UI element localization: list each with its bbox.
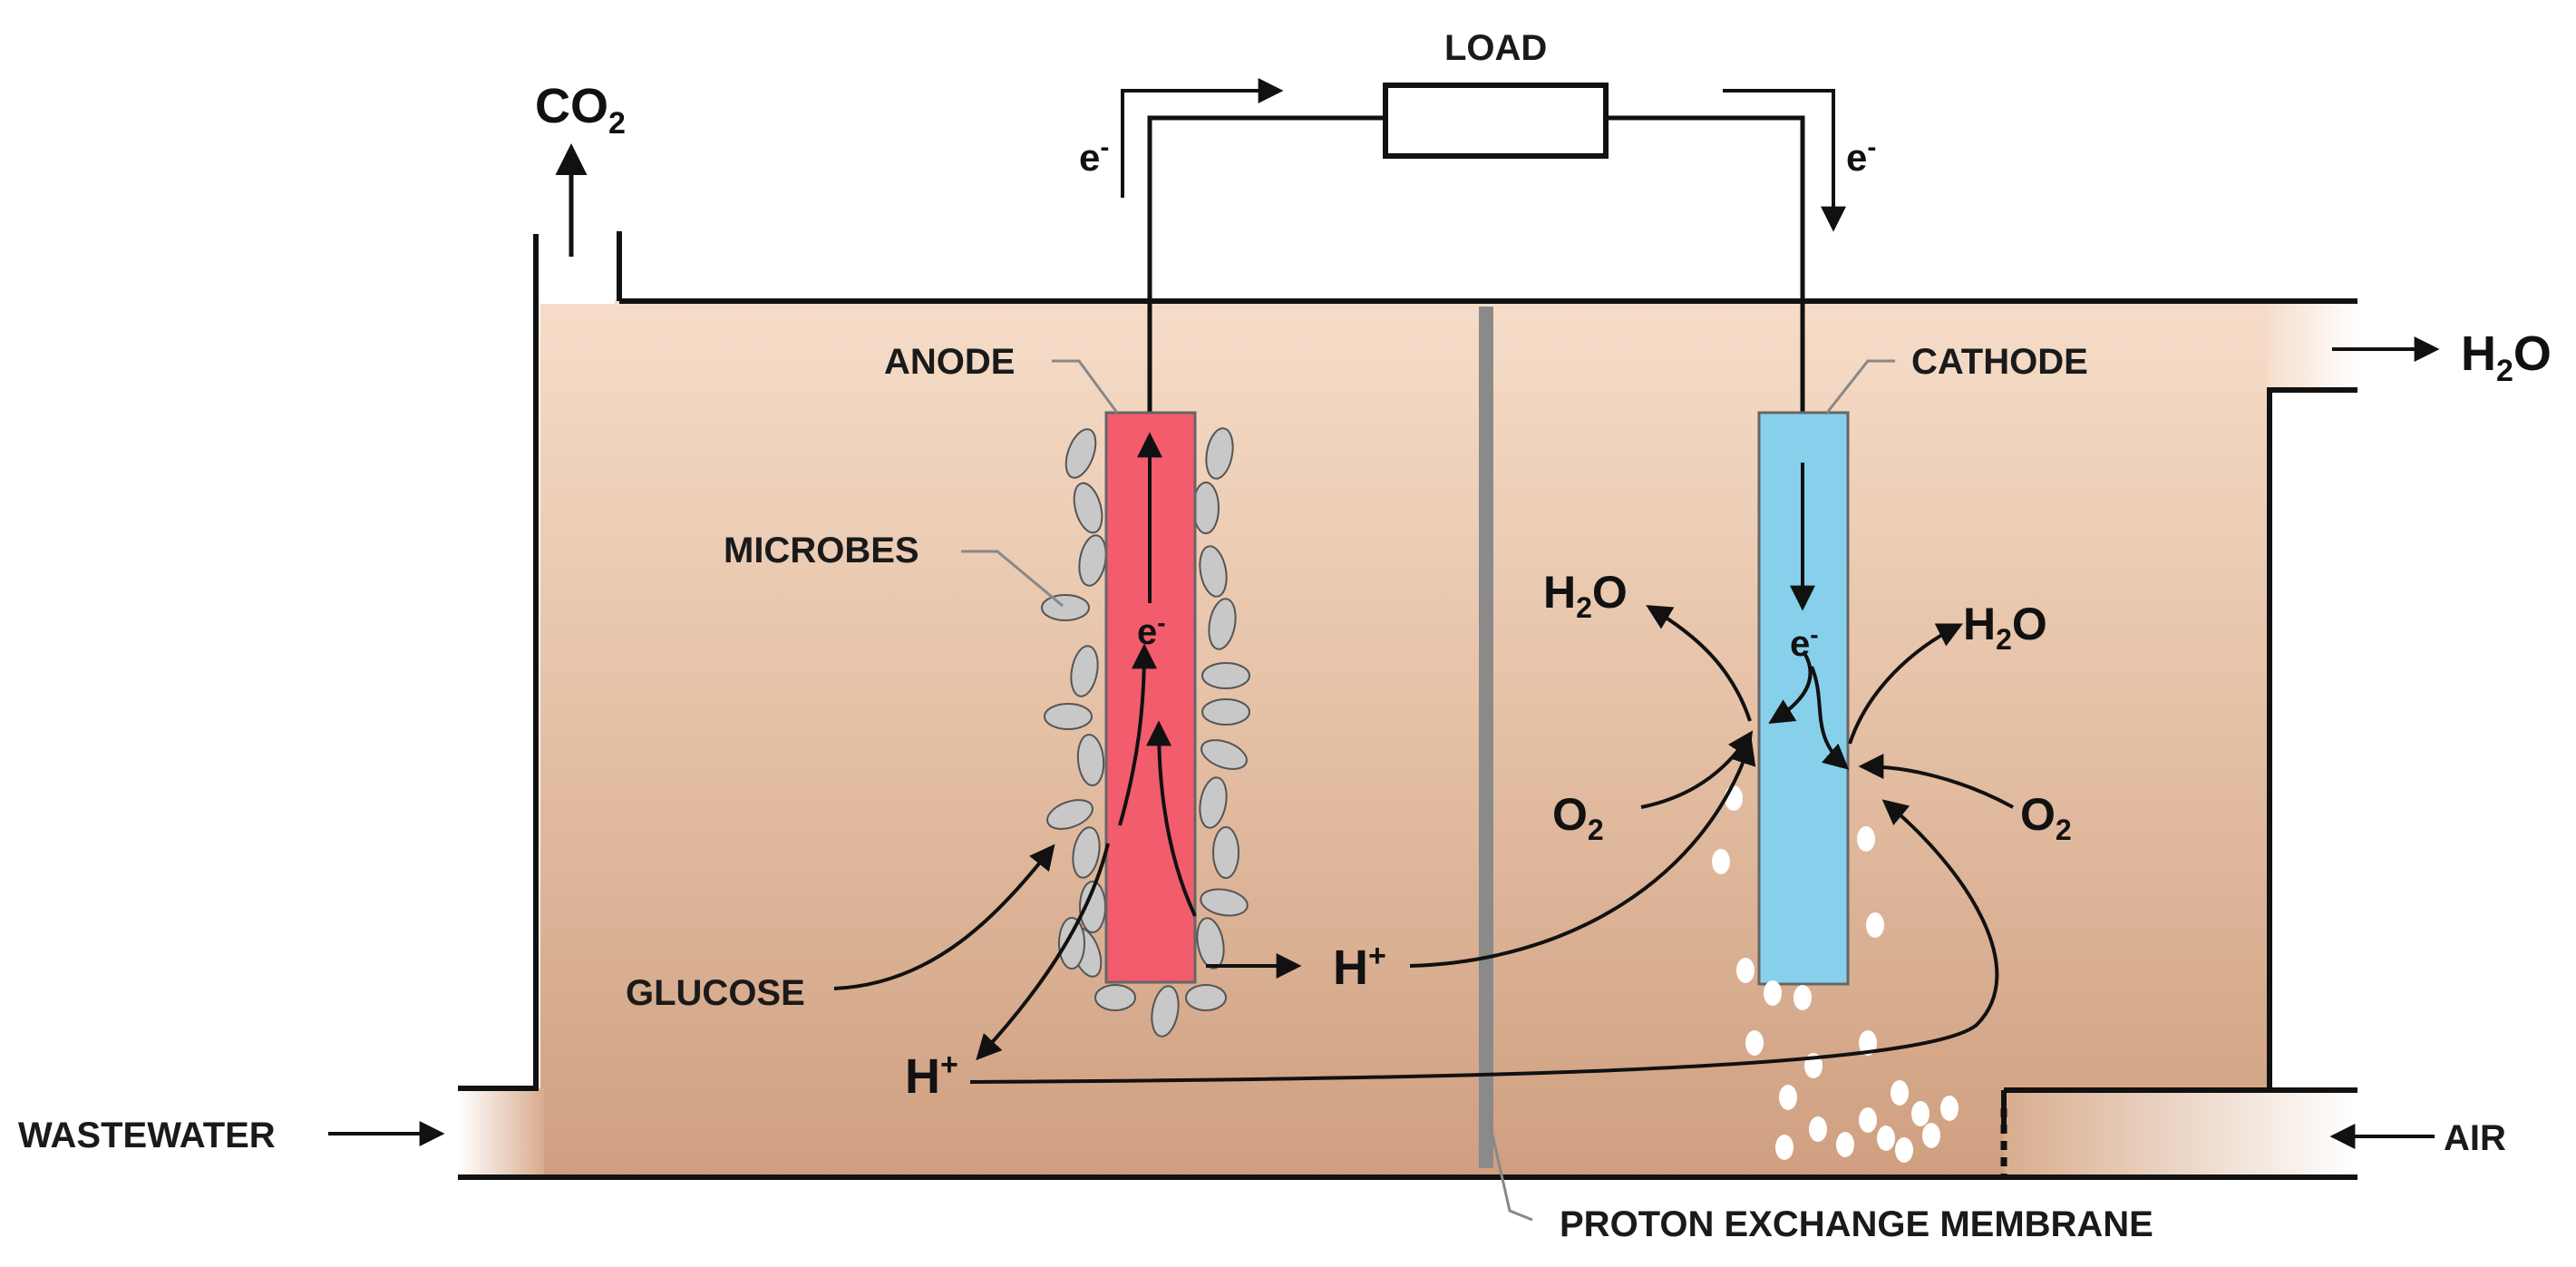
microbe — [1072, 826, 1101, 879]
microbe — [1205, 427, 1234, 480]
load-label: LOAD — [1444, 28, 1547, 68]
microbe — [1196, 917, 1225, 970]
wastewater-label: WASTEWATER — [18, 1116, 276, 1155]
anode-leader — [1052, 359, 1119, 414]
tank — [458, 231, 2357, 1180]
reaction-arrows — [328, 336, 2440, 1149]
electron-anode: e- — [1137, 609, 1166, 652]
air-bubble — [1779, 1085, 1797, 1110]
air-bubble — [1922, 1123, 1940, 1148]
microbe — [1076, 734, 1105, 786]
air-bubble — [1712, 849, 1730, 874]
proton-bottom: H+ — [905, 1048, 958, 1104]
microbe — [1046, 799, 1094, 830]
air-bubble — [1857, 826, 1875, 852]
cathode-electron-squiggle-left — [1768, 651, 1813, 724]
left-wall — [458, 234, 539, 1091]
proton-middle: H+ — [1333, 939, 1386, 995]
air-bubble — [1745, 1030, 1764, 1056]
microbe — [1044, 703, 1093, 730]
electron-left-wire: e- — [1079, 132, 1109, 179]
co2-formula: CO2 — [535, 79, 626, 141]
cathode-electron-squiggle-right — [1810, 666, 1850, 770]
microbe — [1192, 482, 1220, 534]
o2-arrow-right — [1858, 754, 2014, 809]
microbe — [1199, 776, 1228, 829]
microbe — [1073, 482, 1103, 534]
electron-flow-arrow-left — [1121, 78, 1284, 198]
electron-flow-arrow-right — [1723, 89, 1846, 232]
leader-lines — [961, 359, 1895, 1222]
microbe — [1201, 698, 1250, 726]
proton-arrow-long — [969, 799, 1999, 1084]
air-bubble — [1836, 1132, 1854, 1157]
microbe — [1070, 645, 1099, 697]
glucose-arrow — [833, 843, 1055, 990]
air-bubble — [1793, 985, 1812, 1010]
cathode-wire — [1606, 115, 1805, 413]
proton-arrow-left — [976, 843, 1110, 1061]
h2o-left-formula: H2O — [1543, 567, 1628, 624]
h2o-arrow-left — [1646, 605, 1752, 722]
air-bubble — [1877, 1126, 1895, 1151]
microbe — [1212, 826, 1239, 879]
microbes-label: MICROBES — [724, 531, 919, 570]
air-bubble — [1809, 1116, 1827, 1142]
o2-arrow-left — [1640, 730, 1754, 809]
electron-right-wire: e- — [1846, 132, 1876, 179]
microbe — [1151, 985, 1180, 1038]
microbe — [1200, 888, 1249, 917]
microbe — [1064, 428, 1097, 479]
air-bubble — [1940, 1096, 1959, 1121]
h2o-outlet-formula: H2O — [2461, 326, 2552, 388]
proton-arrow-cathode — [1409, 738, 1756, 968]
microbe — [1201, 662, 1250, 689]
microbe — [1094, 984, 1136, 1011]
anode-wire — [1147, 115, 1385, 413]
microbe — [1208, 598, 1237, 650]
o2-left-formula: O2 — [1552, 789, 1604, 846]
proton-exchange-membrane — [1479, 307, 1493, 1168]
liquid — [540, 299, 2272, 1177]
right-wall — [2267, 387, 2357, 1090]
wastewater-inlet-liquid — [458, 1088, 544, 1177]
microbes-leader — [961, 550, 1064, 608]
anode-electrode — [1104, 411, 1197, 984]
microbe-cluster — [1041, 427, 1250, 1038]
h2o-outlet-liquid — [2267, 301, 2357, 390]
air-label: AIR — [2444, 1118, 2506, 1158]
anode-electron-arrow-lower — [1118, 643, 1157, 826]
load-resistor — [1383, 83, 1609, 159]
air-bubble — [1859, 1030, 1877, 1056]
external-circuit — [555, 78, 1846, 413]
air-inlet-liquid — [2004, 1090, 2357, 1177]
microbe — [1199, 545, 1228, 598]
microbe — [1201, 739, 1248, 770]
air-bubble — [1895, 1137, 1913, 1163]
membrane-leader — [1485, 1110, 1533, 1222]
cathode-label: CATHODE — [1911, 342, 2088, 382]
membrane-label: PROTON EXCHANGE MEMBRANE — [1560, 1204, 2153, 1244]
air-bubble — [1736, 958, 1755, 983]
anode-electron-arrow-right — [1146, 720, 1197, 917]
co2-vent-gap — [540, 231, 615, 304]
cathode-leader — [1825, 359, 1895, 414]
o2-right-formula: O2 — [2020, 789, 2072, 846]
air-bubble — [1764, 980, 1782, 1006]
air-bubble — [1911, 1101, 1930, 1126]
microbe — [1185, 984, 1227, 1011]
h2o-arrow-right — [1848, 623, 1964, 745]
anode-label: ANODE — [884, 342, 1015, 382]
microbe — [1041, 594, 1090, 621]
h2o-right-formula: H2O — [1963, 599, 2047, 656]
electron-cathode: e- — [1790, 620, 1819, 664]
tank-walls — [458, 231, 2357, 1180]
glucose-label: GLUCOSE — [626, 973, 805, 1013]
microbe — [1058, 917, 1085, 970]
air-bubble — [1891, 1080, 1909, 1106]
air-bubble — [1866, 912, 1884, 938]
air-bubble — [1775, 1135, 1793, 1160]
air-bubble — [1859, 1107, 1877, 1133]
